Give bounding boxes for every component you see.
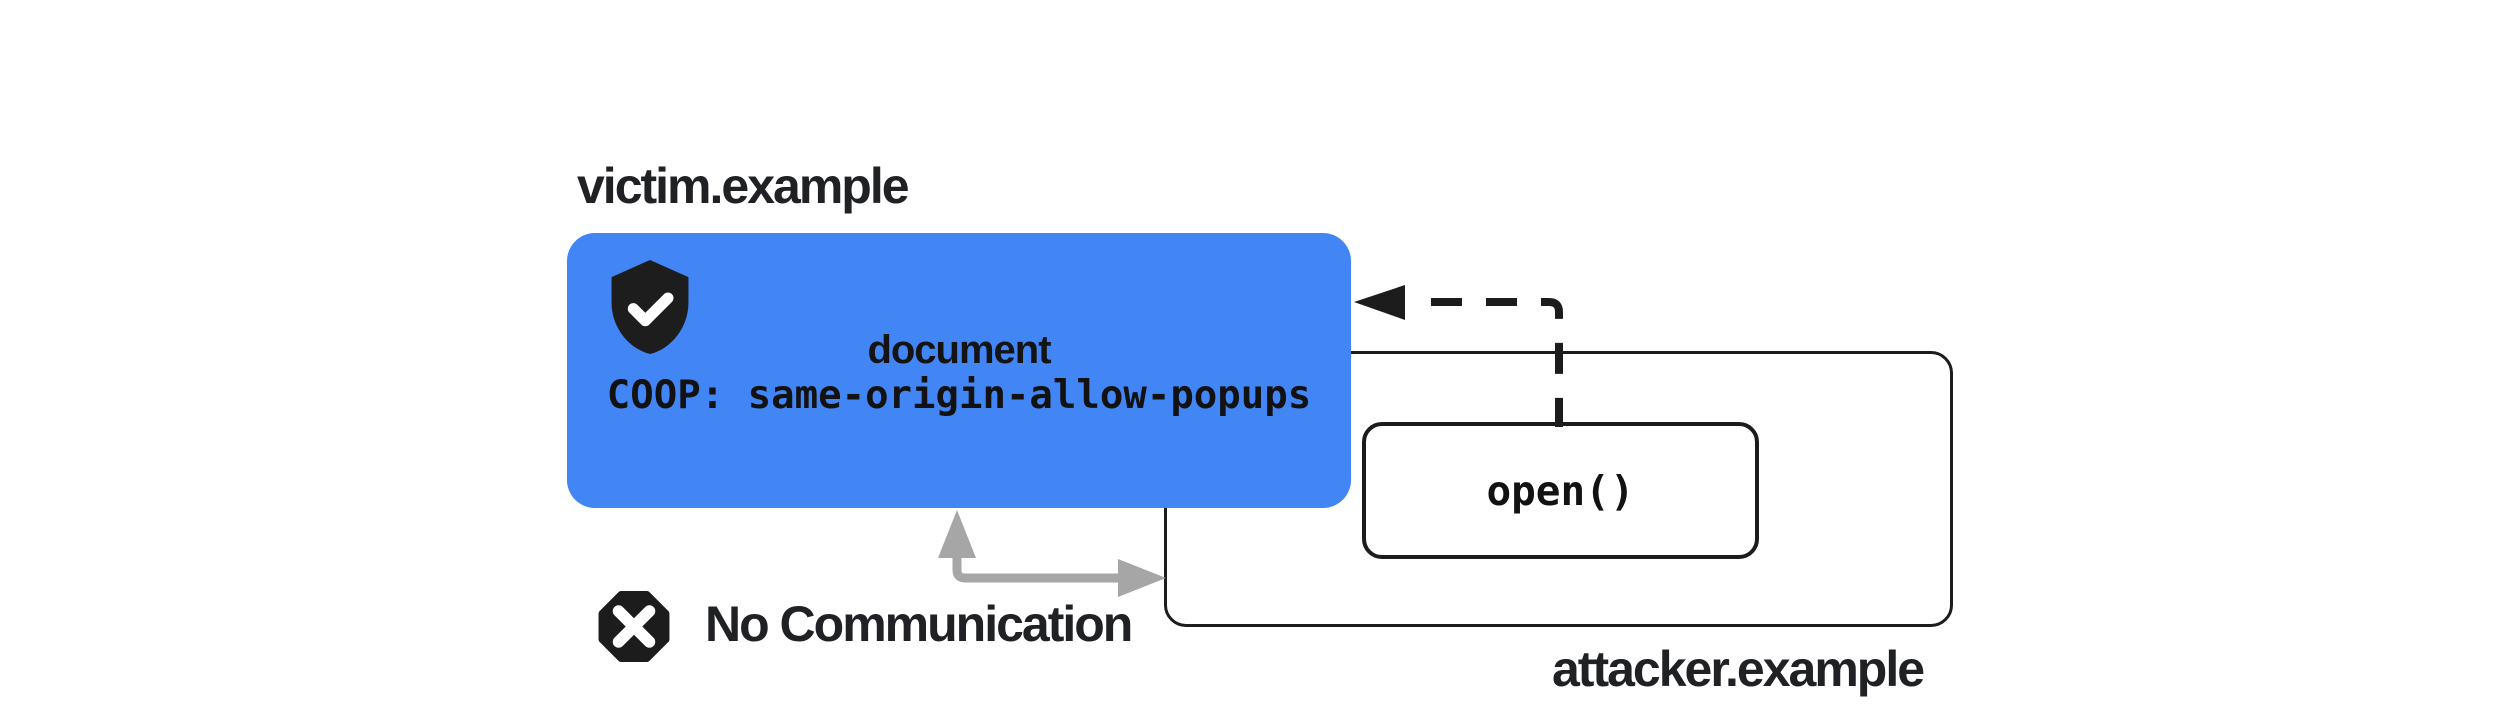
gray-arrowhead-right	[1118, 559, 1166, 597]
x-octagon-icon	[598, 591, 670, 662]
victim-box-text: document COOP: same-origin-allow-popups	[567, 328, 1351, 418]
dashed-arrowhead-left	[1354, 285, 1405, 320]
victim-coop-header-line: COOP: same-origin-allow-popups	[606, 373, 1312, 418]
victim-document-box: document COOP: same-origin-allow-popups	[567, 233, 1351, 508]
gray-arrowhead-up	[938, 510, 976, 558]
shield-check-icon	[611, 260, 689, 354]
attacker-domain-label: attacker.example	[1552, 641, 1925, 697]
victim-domain-label: victim.example	[577, 158, 910, 214]
no-communication-label: No Communication	[705, 596, 1133, 652]
popup-open-dashed-arrow	[1354, 285, 1563, 427]
open-call-label: open()	[1486, 466, 1635, 515]
victim-document-line: document	[867, 328, 1051, 372]
blocked-communication-arrow	[938, 510, 1166, 597]
open-call-box: open()	[1362, 422, 1759, 559]
